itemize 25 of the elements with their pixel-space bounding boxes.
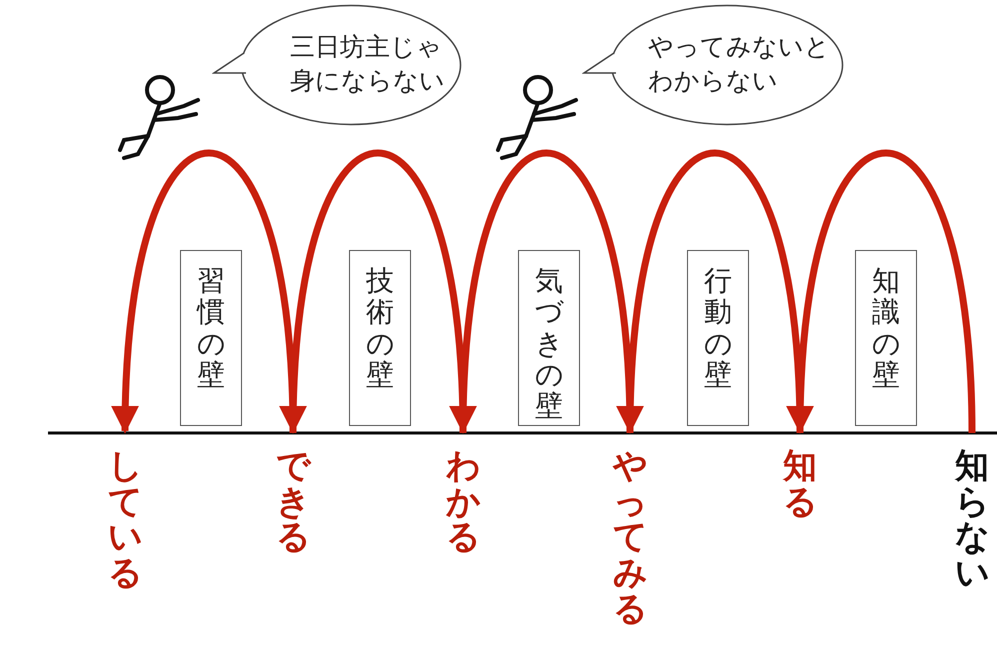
curved-arrow bbox=[112, 150, 296, 434]
speech-bubble bbox=[212, 4, 462, 126]
stage-label: できる bbox=[276, 449, 310, 556]
stage-label: 知る bbox=[783, 449, 817, 520]
wall-label: 気づきの壁 bbox=[535, 265, 563, 422]
wall-label: 技術の壁 bbox=[366, 265, 394, 390]
curved-arrow bbox=[280, 150, 466, 434]
curved-arrow bbox=[450, 150, 634, 434]
wall-label: 習慣の壁 bbox=[197, 265, 225, 390]
wall-label: 知識の壁 bbox=[872, 265, 900, 390]
wall-label-box bbox=[349, 250, 411, 426]
wall-label-box bbox=[180, 250, 242, 426]
wall-label: 行動の壁 bbox=[704, 265, 732, 390]
stage-label: 知らない bbox=[955, 449, 989, 592]
stage-label: やってみる bbox=[613, 449, 647, 628]
stage-label: している bbox=[108, 449, 142, 592]
speech-bubble bbox=[582, 4, 844, 126]
speech-text: やってみないとわからない bbox=[648, 31, 831, 97]
speech-text: 三日坊主じゃ身にならない bbox=[290, 31, 446, 97]
wall-label-box bbox=[518, 250, 580, 426]
wall-label-box bbox=[687, 250, 749, 426]
wall-label-box bbox=[855, 250, 917, 426]
curved-arrow bbox=[787, 150, 976, 434]
stage-label: わかる bbox=[446, 449, 480, 556]
curved-arrow bbox=[617, 150, 804, 434]
